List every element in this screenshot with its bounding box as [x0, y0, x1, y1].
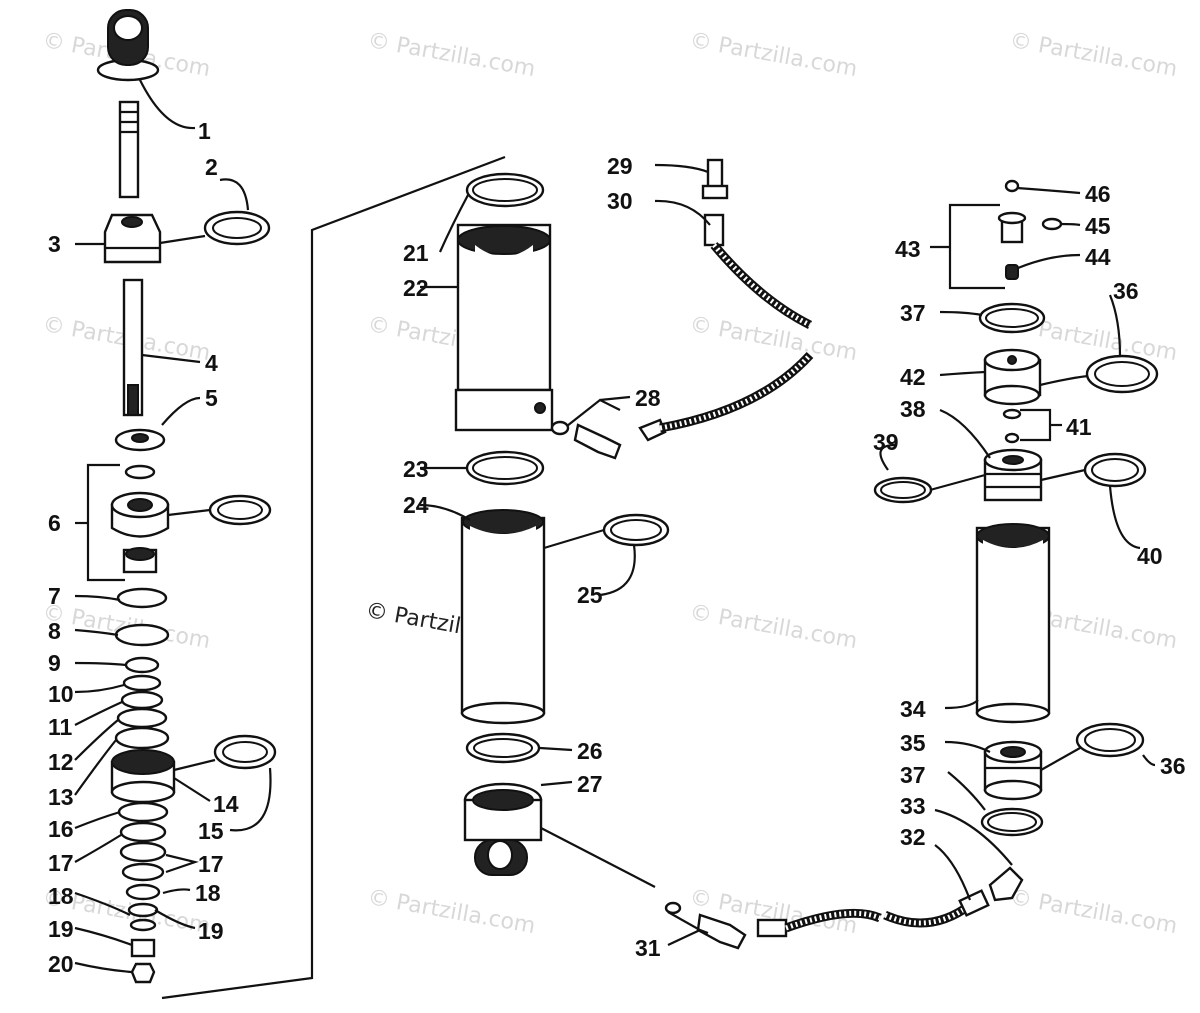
- label-part-29: 30: [607, 188, 633, 214]
- label-part-26: 19: [48, 916, 74, 942]
- part-30-29-fitting: [701, 158, 729, 247]
- part-13-assembly: [110, 464, 272, 574]
- label-part-36-upper: 36: [1113, 278, 1139, 304]
- label-part-5: 23: [403, 456, 429, 482]
- label-part-19-lower: 18: [195, 880, 221, 906]
- part-3-ring: [465, 732, 541, 764]
- part-32-33-fitting: [958, 866, 1024, 917]
- label-part-8: 1: [198, 118, 211, 144]
- label-part-20: 11: [48, 714, 73, 740]
- label-part-22: 13: [48, 784, 74, 810]
- part-lower-stack: [117, 801, 169, 984]
- label-part-13: 6: [48, 510, 61, 536]
- part-12-washer: [114, 428, 166, 452]
- part-7-ring: [602, 513, 670, 547]
- hose-top: [710, 242, 813, 330]
- label-part-14: 14: [213, 791, 239, 817]
- part-5-ring: [465, 450, 545, 486]
- label-part-17-lower: 16: [48, 816, 74, 842]
- label-part-11: 2: [205, 154, 218, 180]
- part-31-elbow: [664, 901, 788, 950]
- label-part-21: 12: [48, 749, 74, 775]
- part-38-piston: [983, 448, 1043, 502]
- label-part-1: 24: [403, 492, 429, 518]
- label-part-39: 39: [873, 429, 899, 455]
- part-28-elbow: [550, 418, 667, 460]
- assembly-connector: [161, 155, 506, 1000]
- label-part-6: 21: [403, 240, 429, 266]
- label-part-33: 33: [900, 793, 926, 819]
- label-part-18-upper: 9: [48, 650, 61, 676]
- label-part-15: 15: [198, 818, 224, 844]
- part-37-ring-lower: [980, 807, 1044, 837]
- part-36-ring-upper: [1085, 354, 1159, 394]
- label-part-37-lower: 37: [900, 762, 926, 788]
- label-part-16: 7: [48, 583, 61, 609]
- label-part-35: 35: [900, 730, 926, 756]
- part-46-45-44-valve: [997, 179, 1063, 280]
- label-part-28: 28: [635, 385, 661, 411]
- part-40-ring: [1083, 452, 1147, 488]
- part-35-end-cap: [983, 740, 1043, 801]
- label-part-38: 38: [900, 396, 926, 422]
- label-part-31: 31: [635, 935, 661, 961]
- part-10-nut: [103, 213, 162, 264]
- part-8-eyelet: [96, 9, 160, 82]
- label-part-40: 40: [1137, 543, 1163, 569]
- label-part-25: 18: [48, 883, 74, 909]
- label-part-17-upper: 8: [48, 618, 61, 644]
- part-34-reservoir: [975, 523, 1051, 724]
- label-part-9: 4: [205, 350, 218, 376]
- label-part-36-lower: 36: [1160, 753, 1186, 779]
- leader-lines: [74, 79, 1156, 974]
- part-valve-discs: [114, 587, 170, 750]
- part-1-cylinder: [460, 509, 546, 725]
- label-part-7: 25: [577, 582, 603, 608]
- label-part-44: 44: [1085, 244, 1111, 270]
- label-part-46: 46: [1085, 181, 1111, 207]
- label-part-2: 27: [577, 771, 603, 797]
- label-part-23: 17: [48, 850, 74, 876]
- label-part-42: 42: [900, 364, 926, 390]
- label-part-3: 26: [577, 738, 603, 764]
- part-37-ring-upper: [978, 302, 1046, 334]
- part-36-ring-lower: [1075, 722, 1145, 758]
- label-part-4: 22: [403, 275, 429, 301]
- part-41-screw: [1002, 408, 1022, 444]
- hose-lower-right: [883, 901, 973, 928]
- part-9-rod: [122, 278, 144, 417]
- part-shaft-top: [118, 100, 140, 199]
- part-6-ring: [465, 172, 545, 208]
- part-39-clamp: [873, 476, 933, 504]
- label-part-37-upper: 37: [900, 300, 926, 326]
- part-2-lower-eye: [463, 782, 543, 876]
- label-part-43: 43: [895, 236, 921, 262]
- label-part-34: 34: [900, 696, 926, 722]
- hose-lower-left: [784, 908, 882, 933]
- part-14-piston: [110, 734, 277, 804]
- part-42-cap: [983, 348, 1042, 406]
- label-part-45: 45: [1085, 213, 1111, 239]
- hose-upper: [659, 351, 814, 433]
- label-part-12: 5: [205, 385, 218, 411]
- label-part-10: 3: [48, 231, 61, 257]
- label-part-41: 41: [1066, 414, 1092, 440]
- label-part-18-lower: 19: [198, 918, 224, 944]
- label-part-27: 20: [48, 951, 74, 977]
- part-4-threaded-body: [454, 223, 554, 432]
- label-part-19-upper: 10: [48, 681, 74, 707]
- label-part-30: 29: [607, 153, 633, 179]
- label-part-24: 17: [198, 851, 224, 877]
- part-11-ring: [203, 210, 271, 246]
- label-part-32: 32: [900, 824, 926, 850]
